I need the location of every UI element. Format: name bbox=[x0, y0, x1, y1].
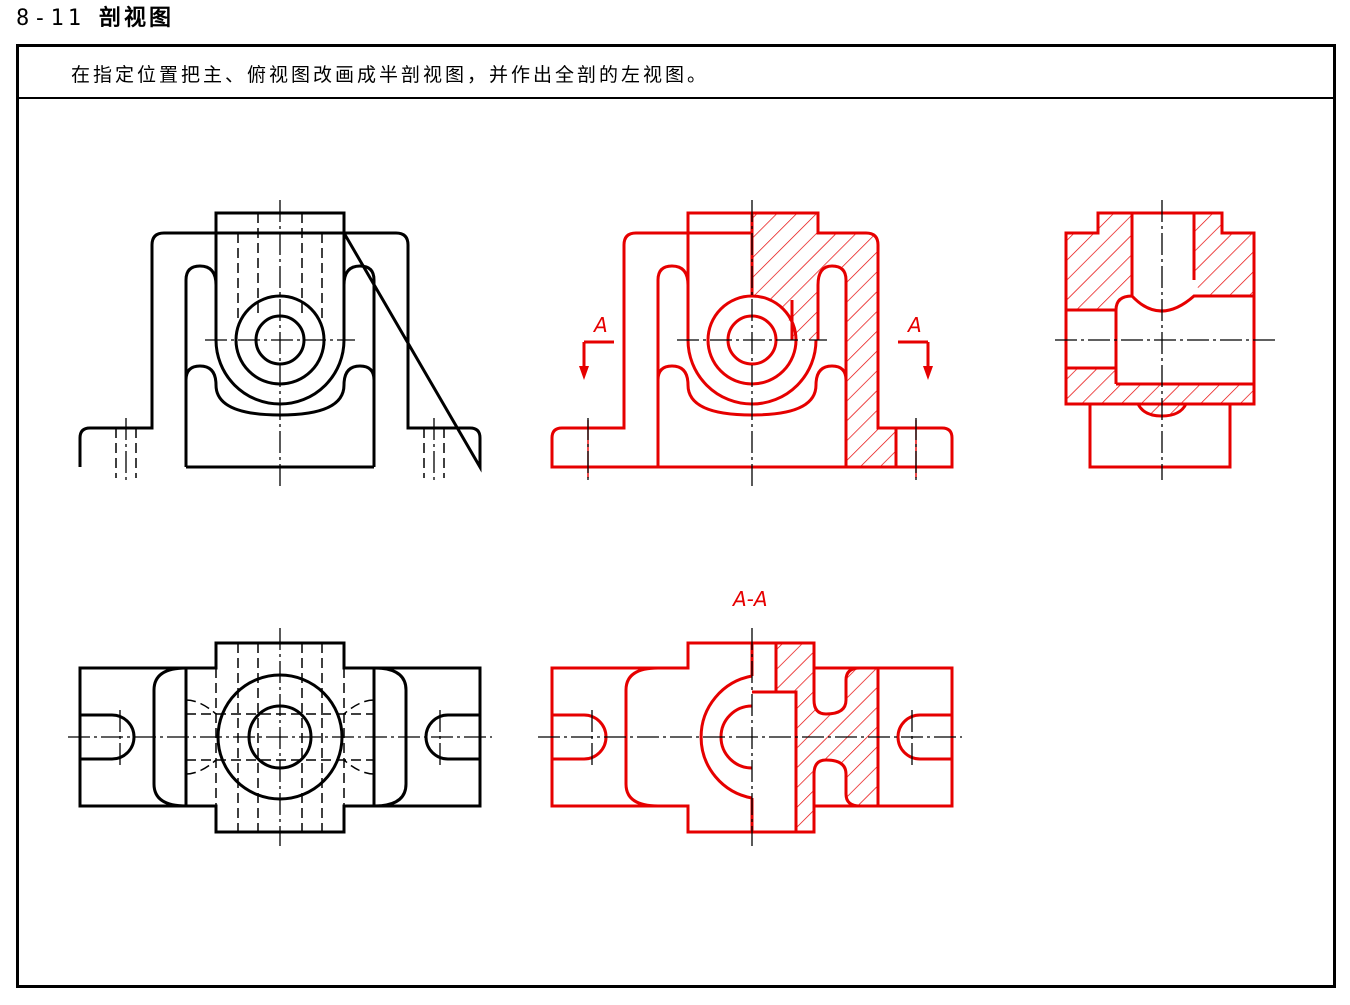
exercise-title: 剖视图 bbox=[98, 6, 174, 31]
instruction-text: 在指定位置把主、俯视图改画成半剖视图，并作出全剖的左视图。 bbox=[71, 64, 710, 86]
instruction-bar: 在指定位置把主、俯视图改画成半剖视图，并作出全剖的左视图。 bbox=[19, 47, 1333, 99]
original-top-view bbox=[68, 628, 492, 846]
full-section-left-view bbox=[1055, 200, 1276, 480]
drawing-frame: 在指定位置把主、俯视图改画成半剖视图，并作出全剖的左视图。 bbox=[16, 44, 1336, 988]
section-mark-right: A bbox=[906, 313, 922, 337]
exercise-heading: 8-11 剖视图 bbox=[16, 4, 174, 34]
original-front-view bbox=[78, 200, 482, 488]
half-section-top-view: A-A bbox=[538, 587, 962, 846]
section-view-title: A-A bbox=[731, 587, 768, 611]
section-mark-left: A bbox=[592, 313, 608, 337]
half-section-front-view: A A bbox=[550, 200, 954, 488]
exercise-number: 8-11 bbox=[16, 6, 85, 31]
